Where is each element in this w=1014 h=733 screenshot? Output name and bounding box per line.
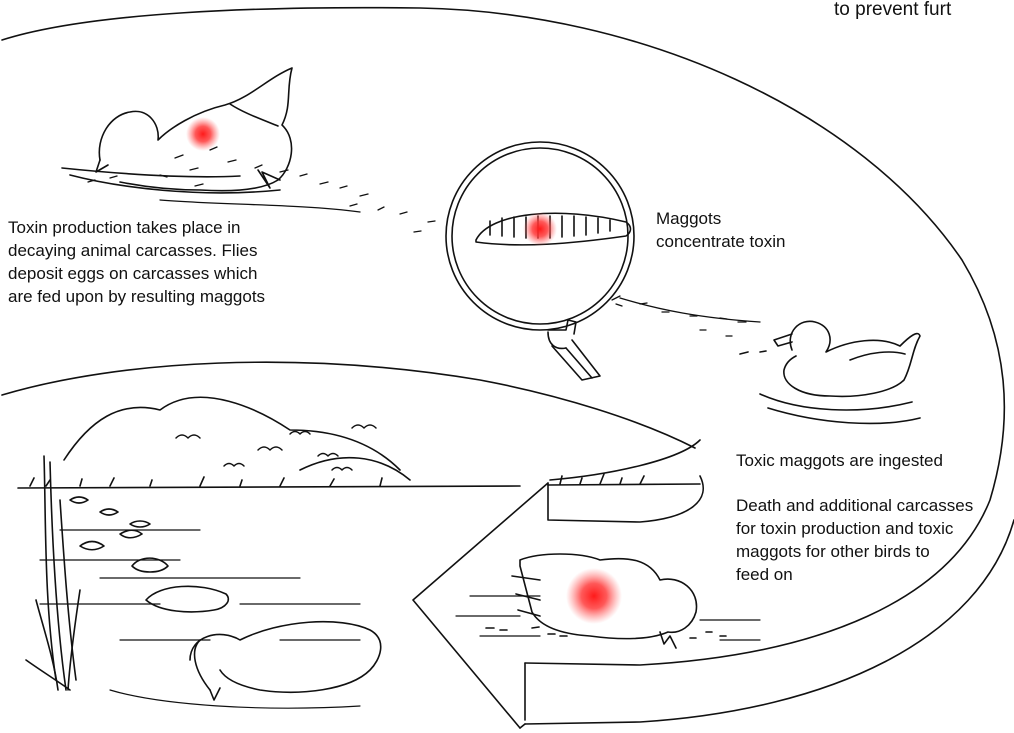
swimming-duck bbox=[740, 321, 920, 423]
floating-carcasses bbox=[70, 497, 228, 612]
magnifying-glass bbox=[446, 142, 634, 380]
toxin-markers bbox=[186, 117, 622, 624]
toxin-glow-bottom-bird bbox=[566, 568, 622, 624]
flying-birds-icon bbox=[176, 425, 376, 470]
label-top-cutoff: to prevent furt bbox=[834, 0, 951, 20]
cycle-arrow bbox=[2, 8, 1014, 728]
marsh-reeds bbox=[26, 456, 80, 690]
label-death-cycle: Death and additional carcasses for toxin… bbox=[736, 494, 973, 586]
dead-bird-carcass-top bbox=[62, 68, 292, 193]
maggot-trail-right bbox=[612, 296, 760, 336]
label-maggots-concentrate: Maggots concentrate toxin bbox=[656, 207, 785, 253]
dead-bird-floating bbox=[190, 622, 381, 700]
water-lines bbox=[40, 530, 760, 708]
toxin-glow-maggot bbox=[523, 212, 557, 246]
label-toxin-production: Toxin production takes place in decaying… bbox=[8, 216, 265, 308]
toxin-glow-top-bird bbox=[186, 117, 220, 151]
label-ingested: Toxic maggots are ingested bbox=[736, 449, 943, 472]
